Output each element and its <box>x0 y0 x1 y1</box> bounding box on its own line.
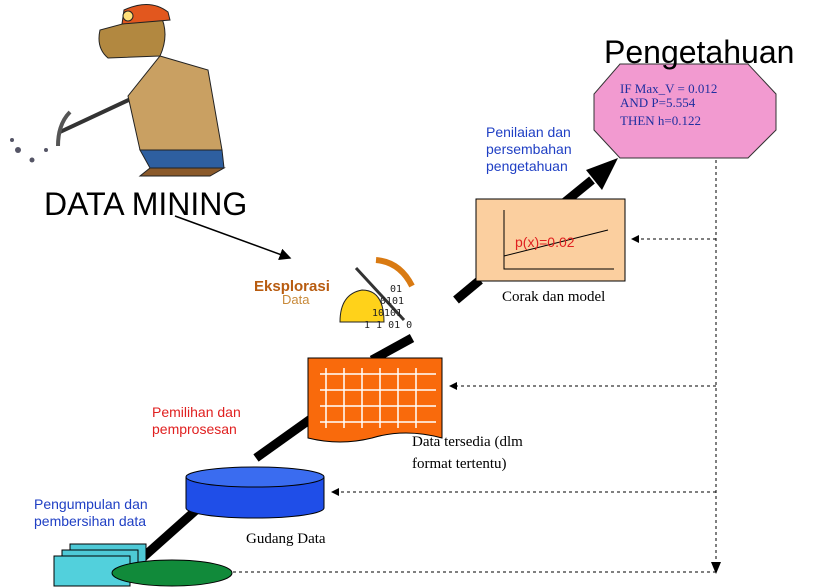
data-warehouse-cylinder <box>185 466 325 519</box>
step-line: Pemilihan dan <box>152 404 241 420</box>
svg-text:01: 01 <box>390 284 402 295</box>
step-line: Pengumpulan dan <box>34 496 148 512</box>
binary-digits-icon: 01 0101 10101 1 1 01 0 <box>364 284 412 331</box>
knowledge-octagon <box>593 63 777 159</box>
svg-text:0101: 0101 <box>380 296 404 307</box>
step-line: pembersihan data <box>34 513 147 529</box>
rule-line: THEN h=0.122 <box>620 113 701 128</box>
step-line: pengetahuan <box>486 158 568 174</box>
hardhat-pickaxe-icon <box>339 257 415 323</box>
model-formula: p(x)=0.02 <box>515 234 575 250</box>
available-data-caption-2: format tertentu) <box>412 456 507 472</box>
knowledge-title: Pengetahuan <box>604 34 795 70</box>
step-line: pemprosesan <box>152 421 237 437</box>
svg-text:1 1 01 0: 1 1 01 0 <box>364 320 412 331</box>
step-line: persembahan <box>486 141 572 157</box>
selection-step-label: Pemilihan dan pemprosesan <box>152 404 241 438</box>
data-mining-pointer <box>174 215 292 261</box>
rule-text: IF Max_V = 0.012 AND P=5.554 THEN h=0.12… <box>620 82 717 128</box>
grid-document-icon <box>307 357 443 443</box>
collection-step-label: Pengumpulan dan pembersihan data <box>34 496 148 530</box>
feedback-arrowhead <box>711 562 721 574</box>
svg-text:10101: 10101 <box>372 308 402 319</box>
miner-illustration <box>10 4 226 177</box>
rule-line: AND P=5.554 <box>620 95 696 110</box>
pattern-model-box <box>475 198 626 282</box>
rule-line: IF Max_V = 0.012 <box>620 81 718 96</box>
files-stack-icon <box>53 543 233 587</box>
feedback-dashed-lines <box>232 160 717 573</box>
exploration-sublabel: Data <box>282 292 310 307</box>
exploration-label: Eksplorasi <box>254 278 330 295</box>
step-line: Penilaian dan <box>486 124 571 140</box>
pattern-caption: Corak dan model <box>502 289 606 305</box>
data-mining-title: DATA MINING <box>44 186 248 222</box>
available-data-caption-1: Data tersedia (dlm <box>412 434 523 450</box>
warehouse-caption: Gudang Data <box>246 531 326 547</box>
evaluation-step-label: Penilaian dan persembahan pengetahuan <box>486 124 572 175</box>
